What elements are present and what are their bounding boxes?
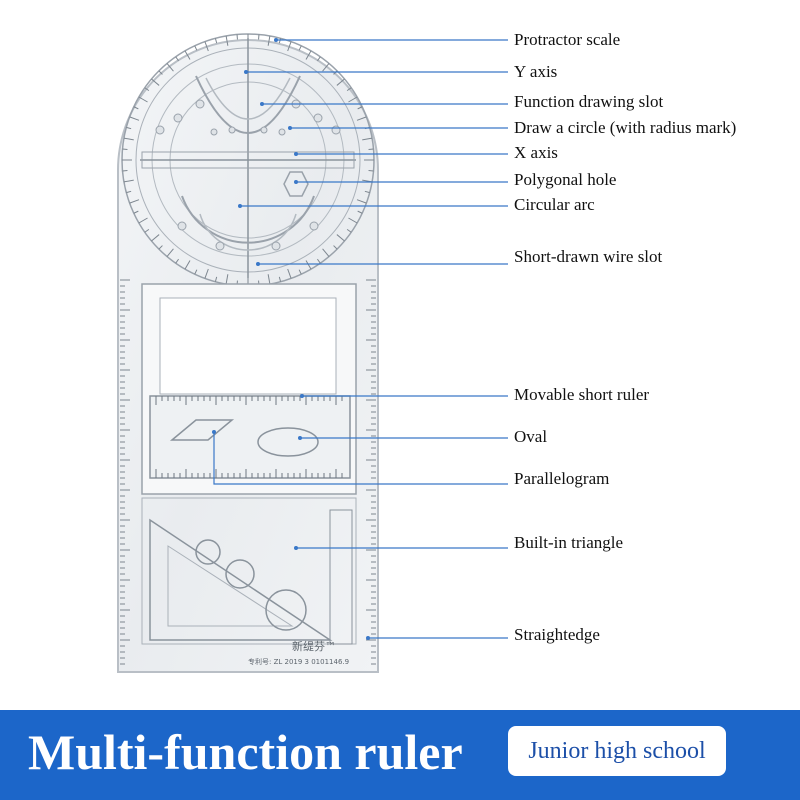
- banner-title: Multi-function ruler: [28, 724, 463, 780]
- patent-number: 专利号: ZL 2019 3 0101146.9: [248, 657, 349, 666]
- short-ruler-ticks: [155, 396, 343, 478]
- label-oval: Oval: [514, 427, 548, 446]
- brand-mark: 新缇芬™: [292, 639, 336, 653]
- label-circular-arc: Circular arc: [514, 195, 595, 214]
- movable-short-ruler: [149, 395, 351, 479]
- arc-slot: [181, 195, 315, 244]
- straightedge-strip: [329, 509, 353, 645]
- label-parallelogram: Parallelogram: [514, 469, 610, 488]
- radius-holes: [155, 99, 341, 251]
- leader-lines: [213, 39, 508, 639]
- label-protractor-scale: Protractor scale: [514, 30, 621, 49]
- title-banner: Multi-function ruler Junior high school: [0, 710, 800, 800]
- side-scale-ticks: [120, 279, 376, 665]
- label-polygonal-hole: Polygonal hole: [514, 170, 617, 189]
- built-in-triangle: [149, 518, 333, 641]
- ruler-photo: 新缇芬™ 专利号: ZL 2019 3 0101146.9: [117, 33, 508, 673]
- label-x-axis: X axis: [514, 143, 558, 162]
- parallelogram-shape: [169, 419, 235, 441]
- label-straightedge: Straightedge: [514, 625, 600, 644]
- label-draw-a-circle: Draw a circle (with radius mark): [514, 118, 737, 137]
- polygonal-hole: [283, 171, 309, 197]
- triangle-circles: [195, 539, 307, 631]
- level-badge-text: Junior high school: [528, 738, 706, 764]
- label-short-drawn-wire-slot: Short-drawn wire slot: [514, 247, 663, 266]
- oval-shape: [257, 427, 319, 457]
- label-y-axis: Y axis: [514, 62, 558, 81]
- label-function-drawing-slot: Function drawing slot: [514, 92, 664, 111]
- leader-dots: [212, 38, 370, 640]
- function-slot: [195, 75, 301, 134]
- x-axis-strip: [141, 151, 355, 169]
- level-badge: Junior high school: [508, 726, 726, 776]
- label-movable-short-ruler: Movable short ruler: [514, 385, 650, 404]
- label-built-in-triangle: Built-in triangle: [514, 533, 624, 552]
